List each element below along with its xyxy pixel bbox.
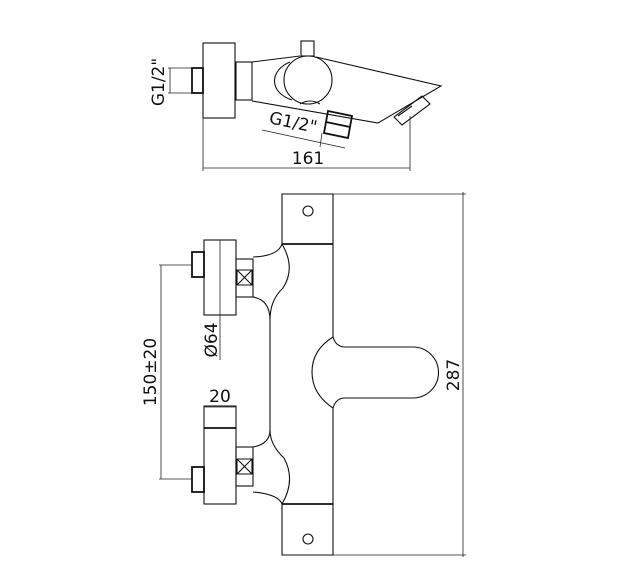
spacing-label: 150±20 xyxy=(141,338,161,406)
height-label: 287 xyxy=(444,359,464,391)
knob-top xyxy=(300,40,315,57)
body-neck-contour xyxy=(252,243,291,506)
depth-dim-line xyxy=(202,116,411,171)
mount-hole-top xyxy=(302,205,314,217)
lower-inlet xyxy=(191,466,205,493)
lower-nut xyxy=(235,446,254,487)
diameter-label: Ø64 xyxy=(202,322,222,357)
aerator xyxy=(393,95,431,126)
body-outline xyxy=(281,193,334,556)
top-view: G1/2" G1/2" 161 xyxy=(149,40,443,171)
front-view: Ø64 20 150±20 287 xyxy=(141,192,466,557)
width-label: 20 xyxy=(209,387,231,407)
spacing-dim-line xyxy=(159,264,192,480)
outlet-dim-line xyxy=(261,129,346,149)
inlet-dim-line xyxy=(168,67,192,94)
lever-handle xyxy=(311,336,440,409)
inlet-thread-label: G1/2" xyxy=(149,58,169,106)
lower-nut-cross xyxy=(236,458,253,475)
height-dim-line xyxy=(333,192,466,557)
end-cap-lines xyxy=(282,243,333,505)
upper-nut-cross xyxy=(236,269,253,286)
knob-arc-bottom xyxy=(299,100,321,105)
knob-arc xyxy=(274,61,293,101)
upper-nut xyxy=(235,258,254,298)
depth-label: 161 xyxy=(292,149,324,169)
wall-plate xyxy=(202,42,236,119)
upper-inlet xyxy=(191,251,205,278)
outlet-connector xyxy=(322,109,354,140)
mixer-knob xyxy=(283,55,333,105)
outlet-thread-label: G1/2" xyxy=(267,108,318,138)
nut xyxy=(235,61,253,101)
inlet-stub xyxy=(191,67,204,94)
mount-hole-bottom xyxy=(302,533,314,545)
spout-body xyxy=(251,55,443,124)
lower-handle xyxy=(203,405,237,505)
